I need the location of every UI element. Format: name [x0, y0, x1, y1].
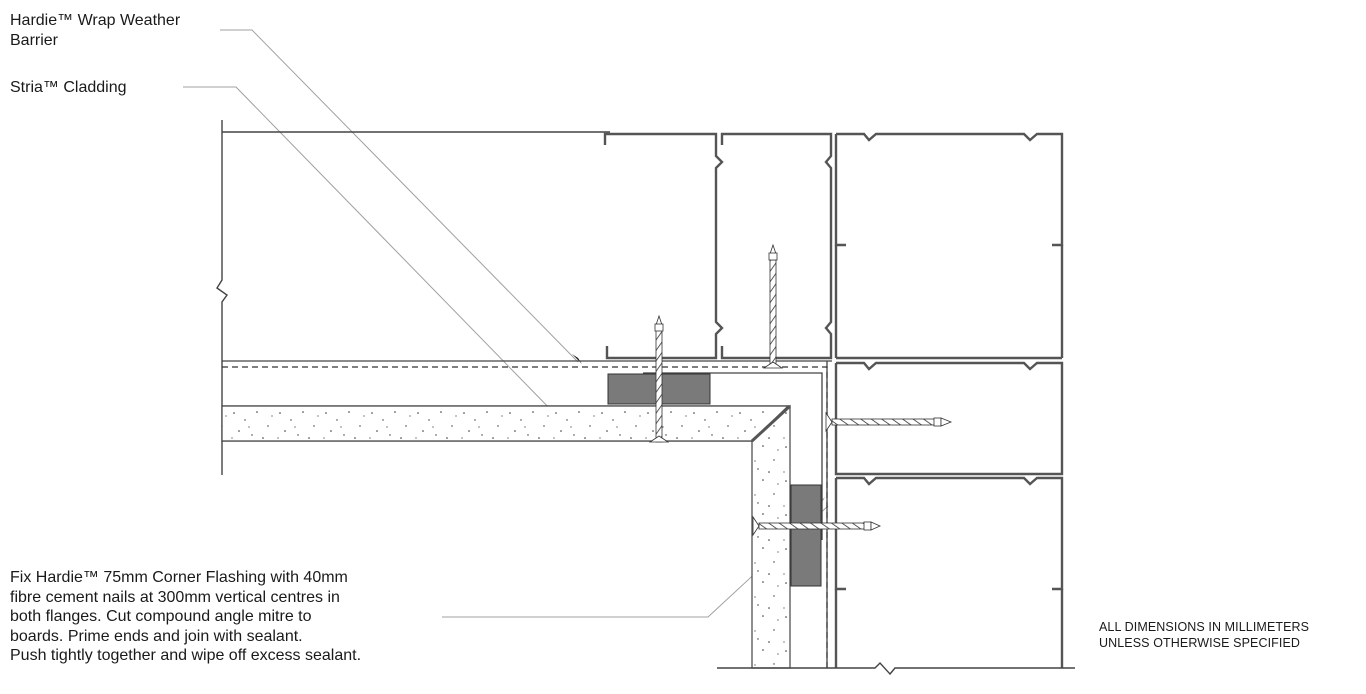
- note-line: Fix Hardie™ 75mm Corner Flashing with 40…: [10, 569, 348, 586]
- label-weather-barrier: Hardie™ Wrap Weather Barrier: [10, 11, 180, 51]
- cladding-board-horizontal: [221, 405, 790, 442]
- leader-weather-barrier: [220, 29, 579, 363]
- leader-cladding: [183, 86, 557, 416]
- nail-horizontal-1: [825, 411, 953, 433]
- label-weather-barrier-line2: Barrier: [10, 32, 59, 49]
- note-line: fibre cement nails at 300mm vertical cen…: [10, 588, 340, 606]
- dimension-spec-note: ALL DIMENSIONS IN MILLIMETERS UNLESS OTH…: [1099, 619, 1309, 651]
- note-line: both flanges. Cut compound angle mitre t…: [10, 608, 312, 625]
- bottom-break-line: [717, 661, 1075, 676]
- weather-barrier-wrap: [222, 366, 828, 668]
- label-stria-cladding: Stria™ Cladding: [10, 79, 127, 96]
- steel-stud-frames: [603, 132, 1064, 668]
- nail-vertical-1: [648, 314, 670, 443]
- corner-flashing: [750, 404, 792, 443]
- installation-note: Fix Hardie™ 75mm Corner Flashing with 40…: [10, 568, 361, 666]
- cladding-board-vertical: [751, 404, 791, 669]
- spec-line2: UNLESS OTHERWISE SPECIFIED: [1099, 636, 1301, 650]
- note-line: Push tightly together and wipe off exces…: [10, 647, 362, 664]
- note-line: boards. Prime ends and join with sealant…: [10, 627, 303, 645]
- nail-vertical-2: [762, 243, 784, 369]
- leader-lines: [183, 29, 829, 618]
- packer-vertical: [790, 484, 822, 587]
- label-weather-barrier-line1: Hardie™ Wrap Weather: [10, 12, 181, 29]
- nail-horizontal-2: [752, 515, 881, 537]
- spec-line1: ALL DIMENSIONS IN MILLIMETERS: [1099, 620, 1310, 634]
- wall-outline: [216, 120, 610, 475]
